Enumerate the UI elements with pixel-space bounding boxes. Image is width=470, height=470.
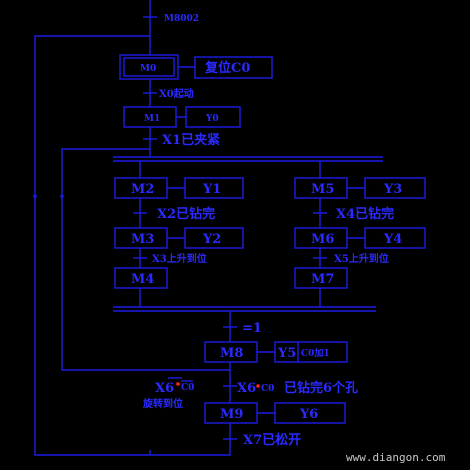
transition-label-x4: X4已钻完 bbox=[336, 206, 394, 222]
action-m9-box bbox=[274, 402, 346, 424]
action-m8-label-y5: Y5 bbox=[277, 346, 296, 361]
transition-label-x0: X0起动 bbox=[159, 87, 194, 100]
transition-label-m8002: M8002 bbox=[164, 14, 199, 24]
watermark: www.diangon.com bbox=[346, 451, 446, 464]
action-m0-box bbox=[194, 56, 273, 79]
transition-label-c0-left: C0 bbox=[181, 383, 194, 393]
transition-label-x3: X3上升到位 bbox=[152, 252, 207, 265]
action-m5-label: Y3 bbox=[383, 182, 402, 197]
transition-label-6holes: 已钻完6个孔 bbox=[284, 380, 358, 396]
step-m6-label: M6 bbox=[311, 232, 334, 247]
action-m2-box bbox=[184, 177, 244, 199]
step-m7-label: M7 bbox=[311, 272, 334, 287]
transition-label-c0-right: C0 bbox=[261, 384, 274, 394]
step-m4-label: M4 bbox=[131, 272, 154, 287]
transition-label-x6-right: X6 bbox=[237, 381, 256, 396]
return-arrow-inner bbox=[60, 195, 64, 201]
action-m1-label: Y0 bbox=[205, 114, 219, 124]
transition-label-rotate: 旋转到位 bbox=[142, 397, 183, 410]
action-m9-label: Y6 bbox=[299, 407, 318, 422]
step-m2-label: M2 bbox=[131, 182, 154, 197]
action-m3-box bbox=[184, 227, 244, 249]
step-m4-box bbox=[114, 267, 168, 289]
transition-label-x1: X1已夹紧 bbox=[162, 132, 220, 148]
action-m8-box bbox=[274, 341, 348, 363]
transition-label-x6-left: X6 bbox=[155, 381, 174, 396]
red-dot-right bbox=[256, 384, 260, 388]
return-arrow-outer bbox=[33, 195, 37, 201]
line-m9-return bbox=[150, 423, 231, 456]
return-loop-outer bbox=[34, 35, 151, 456]
action-m6-label: Y4 bbox=[383, 232, 402, 247]
action-m0-label: 复位C0 bbox=[204, 60, 250, 76]
transition-label-x5: X5上升到位 bbox=[334, 252, 389, 265]
action-m1-box bbox=[185, 106, 241, 128]
action-m6-box bbox=[364, 227, 426, 249]
transition-label-x7: X7已松开 bbox=[243, 432, 301, 448]
return-loop-inner bbox=[61, 148, 175, 371]
step-m0-inner bbox=[123, 57, 175, 77]
action-m2-label: Y1 bbox=[202, 182, 221, 197]
action-m3-label: Y2 bbox=[202, 232, 221, 247]
step-m3-label: M3 bbox=[131, 232, 154, 247]
step-m1-label: M1 bbox=[144, 114, 160, 124]
action-m8-label-c0: C0加1 bbox=[301, 347, 330, 359]
step-m0-label: M0 bbox=[140, 64, 156, 74]
transition-label-eq1: =1 bbox=[242, 321, 262, 336]
red-dot-left bbox=[176, 382, 180, 386]
step-m5-label: M5 bbox=[311, 182, 334, 197]
step-m8-label: M8 bbox=[220, 346, 243, 361]
step-m9-label: M9 bbox=[220, 407, 243, 422]
step-m7-box bbox=[294, 267, 348, 289]
transition-label-x2: X2已钻完 bbox=[157, 206, 215, 222]
action-m5-box bbox=[364, 177, 426, 199]
